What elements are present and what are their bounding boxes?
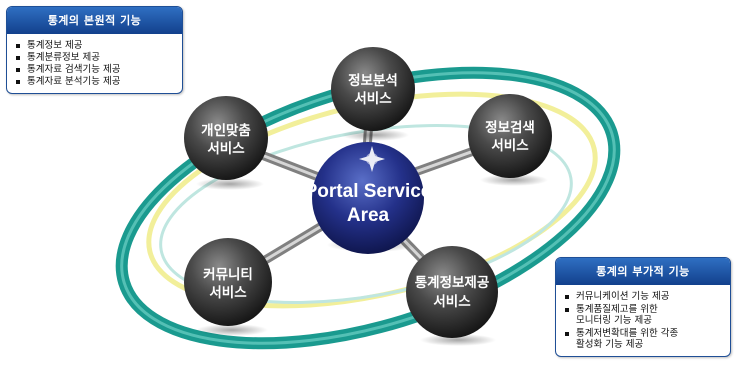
svg-text:서비스: 서비스: [491, 138, 529, 153]
svg-text:통계정보제공: 통계정보제공: [415, 274, 490, 290]
svg-text:정보분석: 정보분석: [348, 72, 398, 88]
svg-text:커뮤니티: 커뮤니티: [203, 267, 253, 282]
core-functions-list: 통계정보 제공 통계분류정보 제공 통계자료 검색기능 제공 통계자료 분석기능…: [7, 34, 182, 93]
list-item-line: 커뮤니케이션 기능 제공: [576, 291, 670, 302]
svg-text:서비스: 서비스: [209, 285, 247, 300]
list-item: 통계분류정보 제공: [16, 52, 174, 64]
extra-functions-title: 통계의 부가적 기능: [556, 258, 730, 285]
list-item: 통계정보 제공: [16, 40, 174, 52]
core-functions-box: 통계의 본원적 기능 통계정보 제공 통계분류정보 제공 통계자료 검색기능 제…: [6, 6, 183, 94]
svg-text:정보검색: 정보검색: [485, 119, 535, 135]
list-item: 커뮤니케이션 기능 제공: [565, 291, 722, 303]
portal-service-hub: Portal Service Area: [305, 142, 432, 254]
service-node-personal: 개인맞춤 서비스: [184, 96, 268, 190]
list-item-line: 모니터링 기능 제공: [576, 315, 652, 326]
service-node-community: 커뮤니티 서비스: [184, 238, 272, 336]
svg-text:개인맞춤: 개인맞춤: [201, 122, 251, 138]
svg-text:Portal Service: Portal Service: [305, 181, 432, 202]
list-item: 통계자료 검색기능 제공: [16, 64, 174, 76]
svg-text:서비스: 서비스: [207, 141, 245, 156]
service-node-info-search: 정보검색 서비스: [468, 94, 552, 186]
sparkle-icon: [359, 146, 385, 172]
svg-text:서비스: 서비스: [354, 91, 392, 106]
list-item-line: 통계저변확대를 위한 각종: [576, 327, 679, 339]
svg-text:서비스: 서비스: [433, 294, 471, 309]
list-item-line: 활성화 기능 제공: [576, 339, 644, 350]
list-item-line: 통계품질제고를 위한: [576, 303, 658, 315]
svg-text:Area: Area: [347, 205, 390, 226]
core-functions-title: 통계의 본원적 기능: [7, 7, 182, 34]
service-node-stat-provision: 통계정보제공 서비스: [406, 246, 498, 346]
service-node-info-analysis: 정보분석 서비스: [331, 47, 415, 141]
list-item: 통계자료 분석기능 제공: [16, 76, 174, 88]
